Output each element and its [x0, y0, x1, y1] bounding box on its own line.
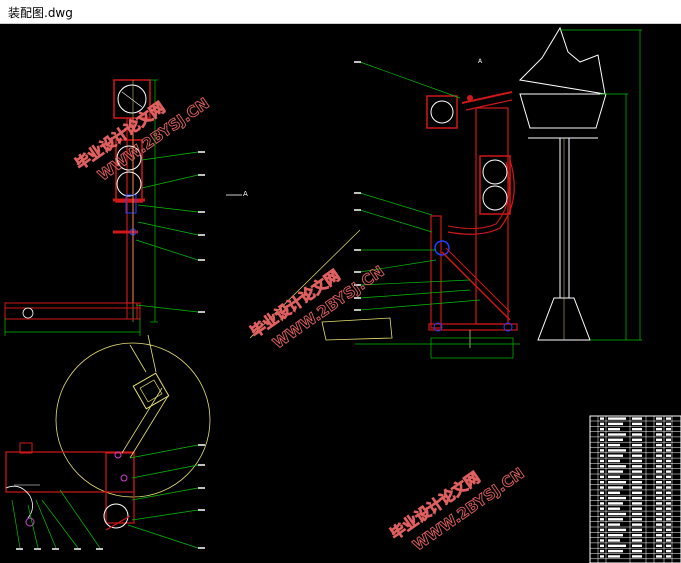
view-label-a-left: A [243, 190, 248, 198]
watermark-2: 毕业设计论文网 WWW.2BYSJ.CN [247, 262, 389, 353]
title-bar: 装配图.dwg [0, 0, 681, 24]
cad-canvas[interactable]: A [0, 24, 681, 563]
view-label-a-top: A [478, 58, 483, 65]
watermark-3: 毕业设计论文网 WWW.2BYSJ.CN [387, 464, 529, 555]
left-elevation-view: A [4, 79, 248, 336]
window-title: 装配图.dwg [8, 6, 73, 20]
left-section-view [5, 334, 211, 550]
parts-list-table [589, 415, 681, 563]
right-assembly-view: A [249, 26, 642, 359]
cad-drawing: A [4, 26, 681, 563]
